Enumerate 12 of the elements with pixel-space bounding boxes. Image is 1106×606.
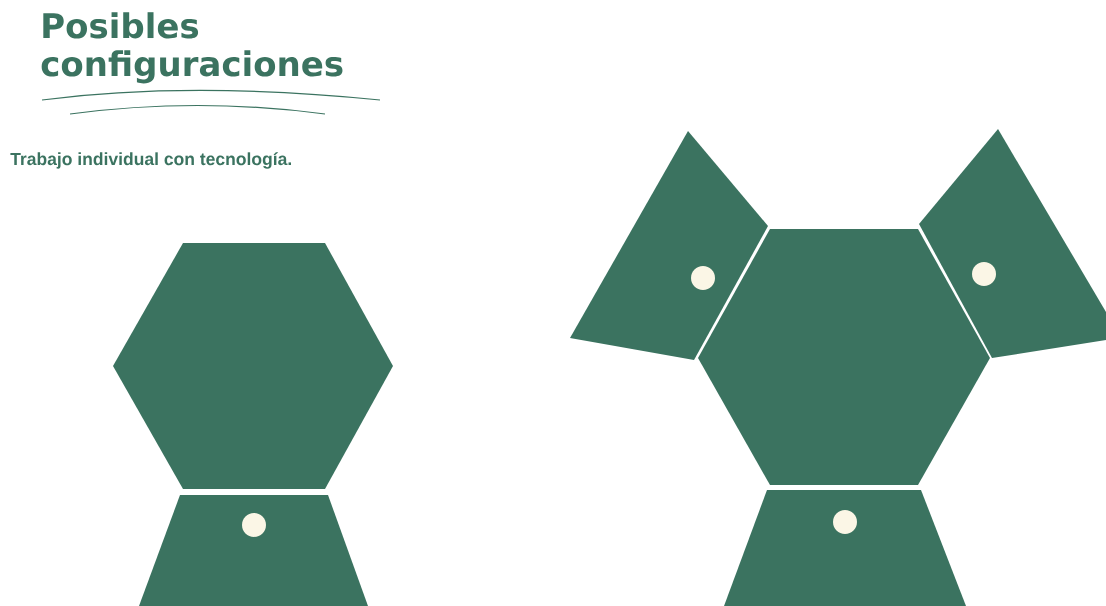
seat-dot: [972, 262, 996, 286]
hexagon-table: [698, 229, 990, 485]
seat-dot: [833, 510, 857, 534]
hexagon-table: [113, 243, 393, 489]
trapezoid-table: [724, 490, 966, 606]
seat-dot: [242, 513, 266, 537]
wing-table: [570, 131, 768, 360]
trapezoid-table: [139, 495, 368, 606]
title: Posibles configuraciones: [41, 12, 343, 84]
seat-dot: [691, 266, 715, 290]
wing-table: [919, 129, 1106, 358]
subtitle: Trabajo individual con tecnología.: [10, 152, 291, 169]
